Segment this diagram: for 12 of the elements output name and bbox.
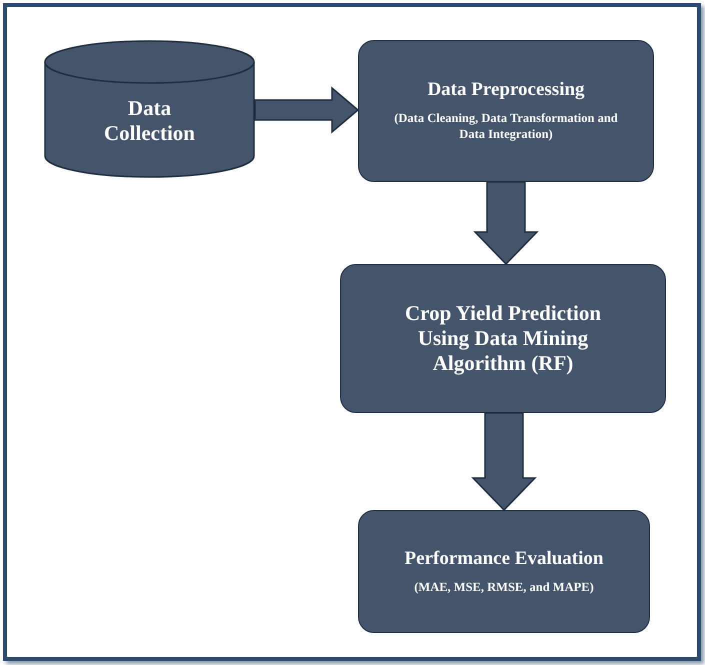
- step-title: Performance Evaluation: [404, 548, 604, 571]
- block-arrow: [471, 412, 537, 512]
- block-arrow: [473, 181, 539, 266]
- step-title: Data Preprocessing: [427, 79, 585, 102]
- step-details: (Data Cleaning, Data Transformation and Data Integration): [393, 110, 619, 143]
- process-box: [358, 40, 654, 182]
- process-box: [340, 264, 666, 413]
- step-title: Data Collection: [103, 96, 196, 146]
- step-details: (MAE, MSE, RMSE, and MAPE): [413, 578, 595, 596]
- step-title: Crop Yield Prediction Using Data Mining Algorithm (RF): [404, 300, 602, 376]
- block-arrow: [254, 86, 360, 134]
- process-box: [358, 510, 650, 633]
